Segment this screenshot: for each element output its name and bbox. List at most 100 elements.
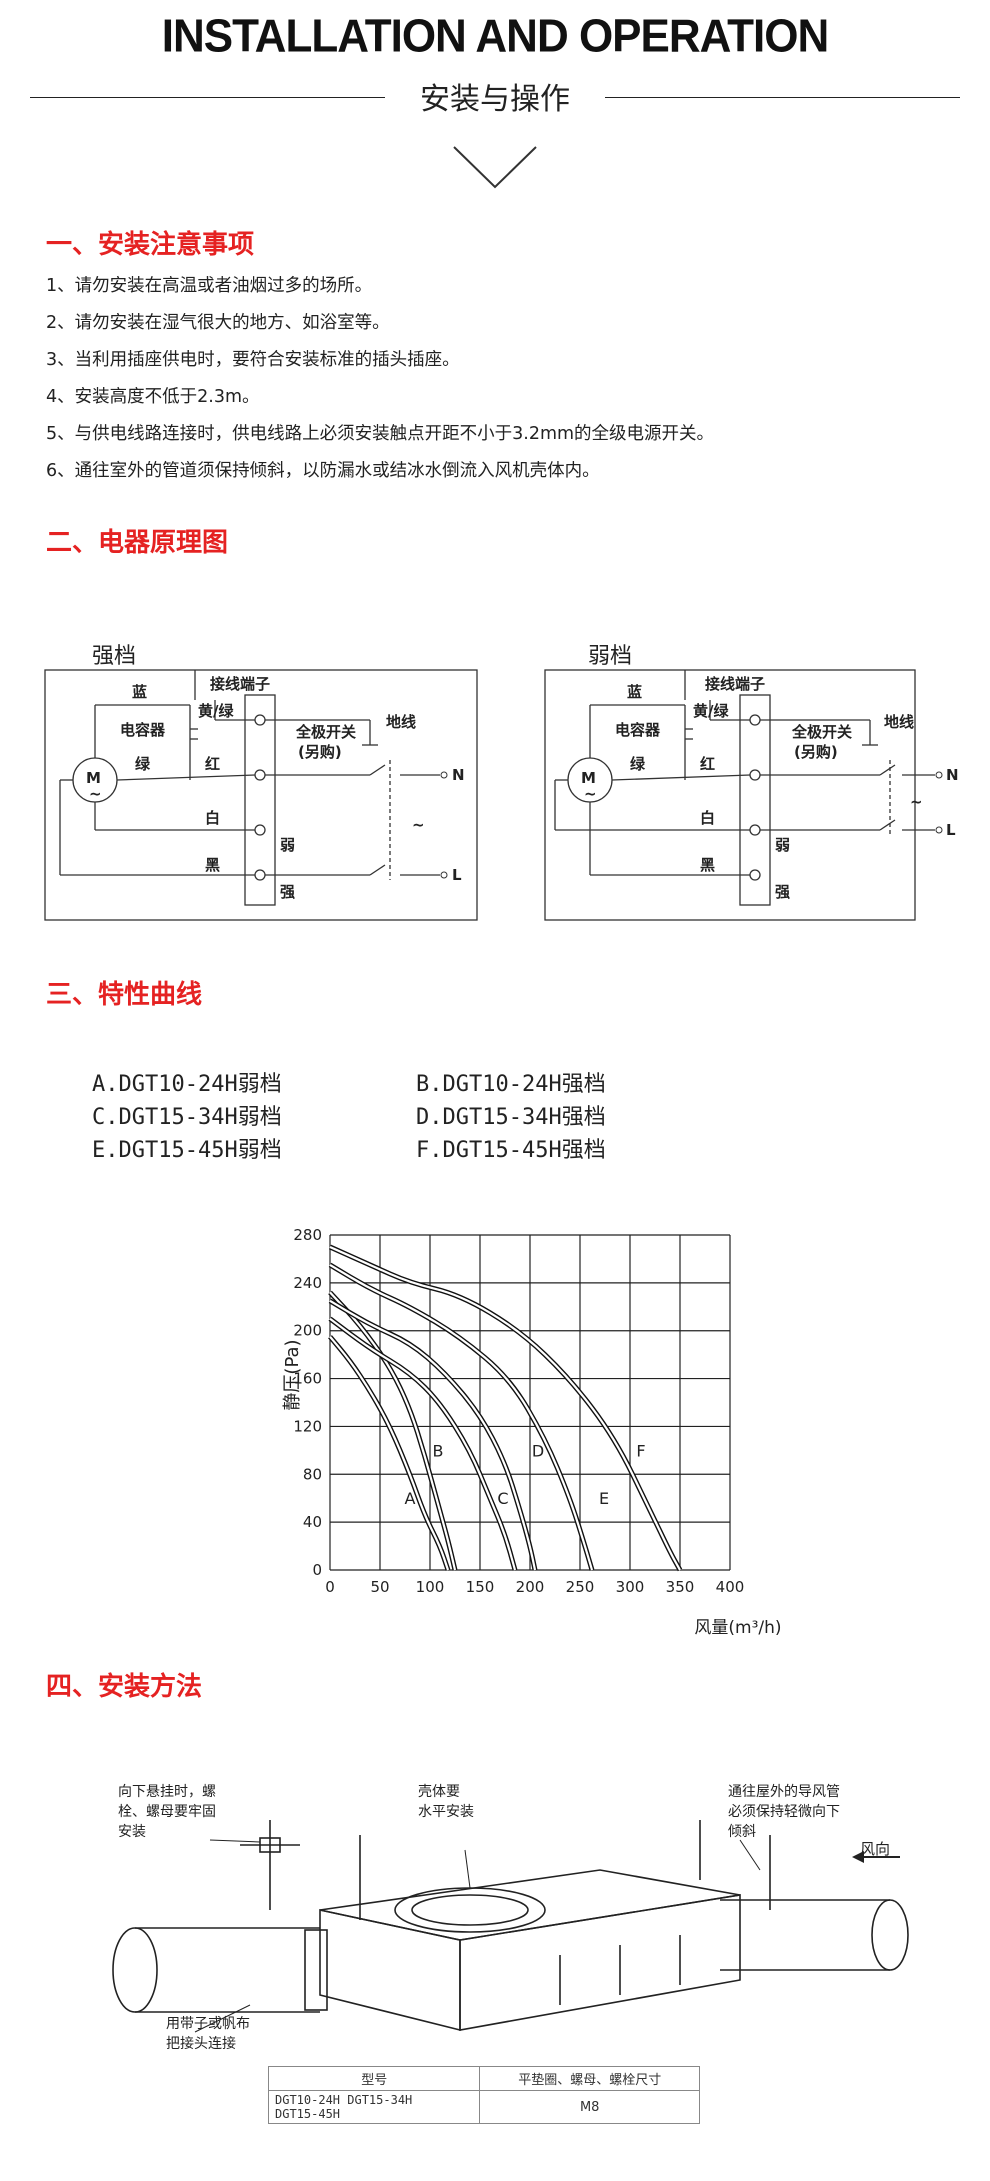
- curve-label: B: [433, 1441, 444, 1460]
- list-item: 2、请勿安装在湿气很大的地方、如浴室等。: [46, 313, 390, 333]
- curve-label: D: [532, 1441, 544, 1460]
- wire-red-label: 红: [700, 755, 715, 773]
- curve-label: E: [599, 1489, 609, 1508]
- motor-tilde: ~: [89, 785, 102, 803]
- legend-item-b: B.DGT10-24H强档: [416, 1072, 606, 1097]
- callout-line: 水平安装: [418, 1804, 474, 1820]
- table-header: 平垫圈、螺母、螺栓尺寸: [479, 2066, 700, 2091]
- strong-terminal-label: 强: [775, 883, 790, 901]
- curve-d-inner: [329, 1299, 537, 1571]
- list-item: 1、请勿安装在高温或者油烟过多的场所。: [46, 276, 373, 296]
- table-row: DGT10-24H DGT15-34H DGT15-45H M8: [267, 2090, 700, 2124]
- ac-tilde: ~: [910, 793, 923, 811]
- strong-diagram-title: 强档: [92, 644, 137, 669]
- legend-item-d: D.DGT15-34H强档: [416, 1105, 606, 1130]
- notes-list: 1、请勿安装在高温或者油烟过多的场所。 2、请勿安装在湿气很大的地方、如浴室等。…: [46, 268, 714, 490]
- wire-red-label: 红: [205, 755, 220, 773]
- x-tick-label: 400: [716, 1578, 745, 1596]
- legend-item-a: A.DGT10-24H弱档: [92, 1072, 282, 1097]
- y-tick-label: 280: [293, 1226, 322, 1244]
- callout-level: 壳体要 水平安装: [418, 1782, 474, 1822]
- x-tick-label: 300: [616, 1578, 645, 1596]
- switch-label: 全极开关: [791, 723, 852, 741]
- callout-line: 用带子或帆布: [166, 2016, 250, 2032]
- live-label: L: [946, 821, 956, 839]
- divider-left: [30, 97, 385, 98]
- callout-hang: 向下悬挂时，螺 栓、螺母要牢固 安装: [118, 1782, 216, 1842]
- live-label: L: [452, 866, 462, 884]
- weak-diagram-title: 弱档: [588, 644, 633, 669]
- switch-label: 全极开关: [295, 723, 356, 741]
- neutral-label: N: [452, 766, 465, 784]
- x-tick-label: 350: [666, 1578, 695, 1596]
- terminal-label: 接线端子: [705, 675, 765, 693]
- bought-label: (另购): [794, 743, 838, 761]
- x-axis-label: 风量(m³/h): [694, 1618, 781, 1638]
- capacitor-label: 电容器: [615, 721, 661, 739]
- installation-illustration: [112, 1820, 909, 2033]
- wire-green-label: 绿: [630, 755, 646, 773]
- section-heading-curves: 三、特性曲线: [46, 980, 203, 1010]
- motor-label: M: [86, 769, 101, 787]
- callout-strap: 用带子或帆布 把接头连接: [166, 2014, 250, 2054]
- table-cell-models: DGT10-24H DGT15-34H DGT15-45H: [267, 2090, 481, 2124]
- callout-line: 壳体要: [418, 1784, 460, 1800]
- page-title: INSTALLATION AND OPERATION: [161, 10, 830, 63]
- curve-e-inner: [329, 1263, 594, 1571]
- section-heading-wiring: 二、电器原理图: [46, 528, 229, 558]
- bolt-size-table: 型号 平垫圈、螺母、螺栓尺寸 DGT10-24H DGT15-34H DGT15…: [267, 2066, 700, 2124]
- callout-line: 安装: [118, 1824, 146, 1840]
- curve-e-outer: [328, 1262, 595, 1571]
- x-tick-label: 200: [516, 1578, 545, 1596]
- curve-label: F: [636, 1441, 645, 1460]
- weak-terminal-label: 弱: [280, 836, 295, 854]
- callout-line: 栓、螺母要牢固: [118, 1804, 216, 1820]
- wire-green-label: 绿: [135, 755, 151, 773]
- callout-line: 通往屋外的导风管: [728, 1784, 840, 1800]
- weak-terminal-label: 弱: [775, 836, 790, 854]
- callout-duct: 通往屋外的导风管 必须保持轻微向下 倾斜: [728, 1782, 840, 1842]
- y-axis-label: 静压(Pa): [282, 1339, 303, 1410]
- y-tick-label: 0: [312, 1561, 322, 1579]
- ground-label: 地线: [884, 713, 914, 731]
- ac-tilde: ~: [412, 816, 425, 834]
- list-item: 6、通往室外的管道须保持倾斜，以防漏水或结冰水倒流入风机壳体内。: [46, 461, 600, 481]
- wire-white-label: 白: [205, 809, 220, 827]
- wiring-diagram-weak: M ~ 蓝 电容器 绿 红 白 黑 接线端子 黄/绿 全极开关 (另购) 地线 …: [544, 669, 959, 921]
- arrow-left-icon: [852, 1851, 864, 1863]
- wire-white-label: 白: [700, 809, 715, 827]
- wiring-diagram-strong: M ~ 蓝 电容器 绿 红 白 黑 接线端子 黄/绿 全极开关 (另购) 地线 …: [44, 669, 478, 921]
- list-item: 4、安装高度不低于2.3m。: [46, 387, 260, 407]
- wire-yellow-green-label: 黄/绿: [693, 702, 729, 720]
- legend-item-f: F.DGT15-45H强档: [416, 1138, 606, 1163]
- x-tick-label: 150: [466, 1578, 495, 1596]
- table-cell-size: M8: [479, 2090, 700, 2124]
- section-heading-install: 四、安装方法: [46, 1672, 203, 1702]
- curve-f-inner: [329, 1245, 681, 1571]
- divider-right: [605, 97, 960, 98]
- x-tick-label: 250: [566, 1578, 595, 1596]
- table-header: 型号: [267, 2066, 481, 2091]
- callout-line: 必须保持轻微向下: [728, 1804, 840, 1820]
- curve-c-inner: [329, 1317, 517, 1571]
- motor-label: M: [581, 769, 596, 787]
- wire-black-label: 黑: [700, 856, 715, 874]
- chevron-down-icon: [453, 146, 537, 189]
- callout-line: 把接头连接: [166, 2036, 236, 2052]
- callout-line: 倾斜: [728, 1824, 756, 1840]
- legend-item-e: E.DGT15-45H弱档: [92, 1138, 282, 1163]
- curve-a-inner: [329, 1335, 450, 1571]
- curve-label: A: [405, 1489, 416, 1508]
- wire-black-label: 黑: [205, 856, 220, 874]
- y-tick-label: 200: [293, 1322, 322, 1340]
- x-tick-label: 50: [370, 1578, 389, 1596]
- section-heading-notes: 一、安装注意事项: [46, 230, 255, 260]
- list-item: 5、与供电线路连接时，供电线路上必须安装触点开距不小于3.2mm的全级电源开关。: [46, 424, 715, 444]
- y-tick-label: 240: [293, 1274, 322, 1292]
- table-row: 型号 平垫圈、螺母、螺栓尺寸: [267, 2066, 700, 2091]
- page-subtitle: 安装与操作: [420, 82, 570, 117]
- motor-tilde: ~: [584, 785, 597, 803]
- x-tick-label: 0: [325, 1578, 335, 1596]
